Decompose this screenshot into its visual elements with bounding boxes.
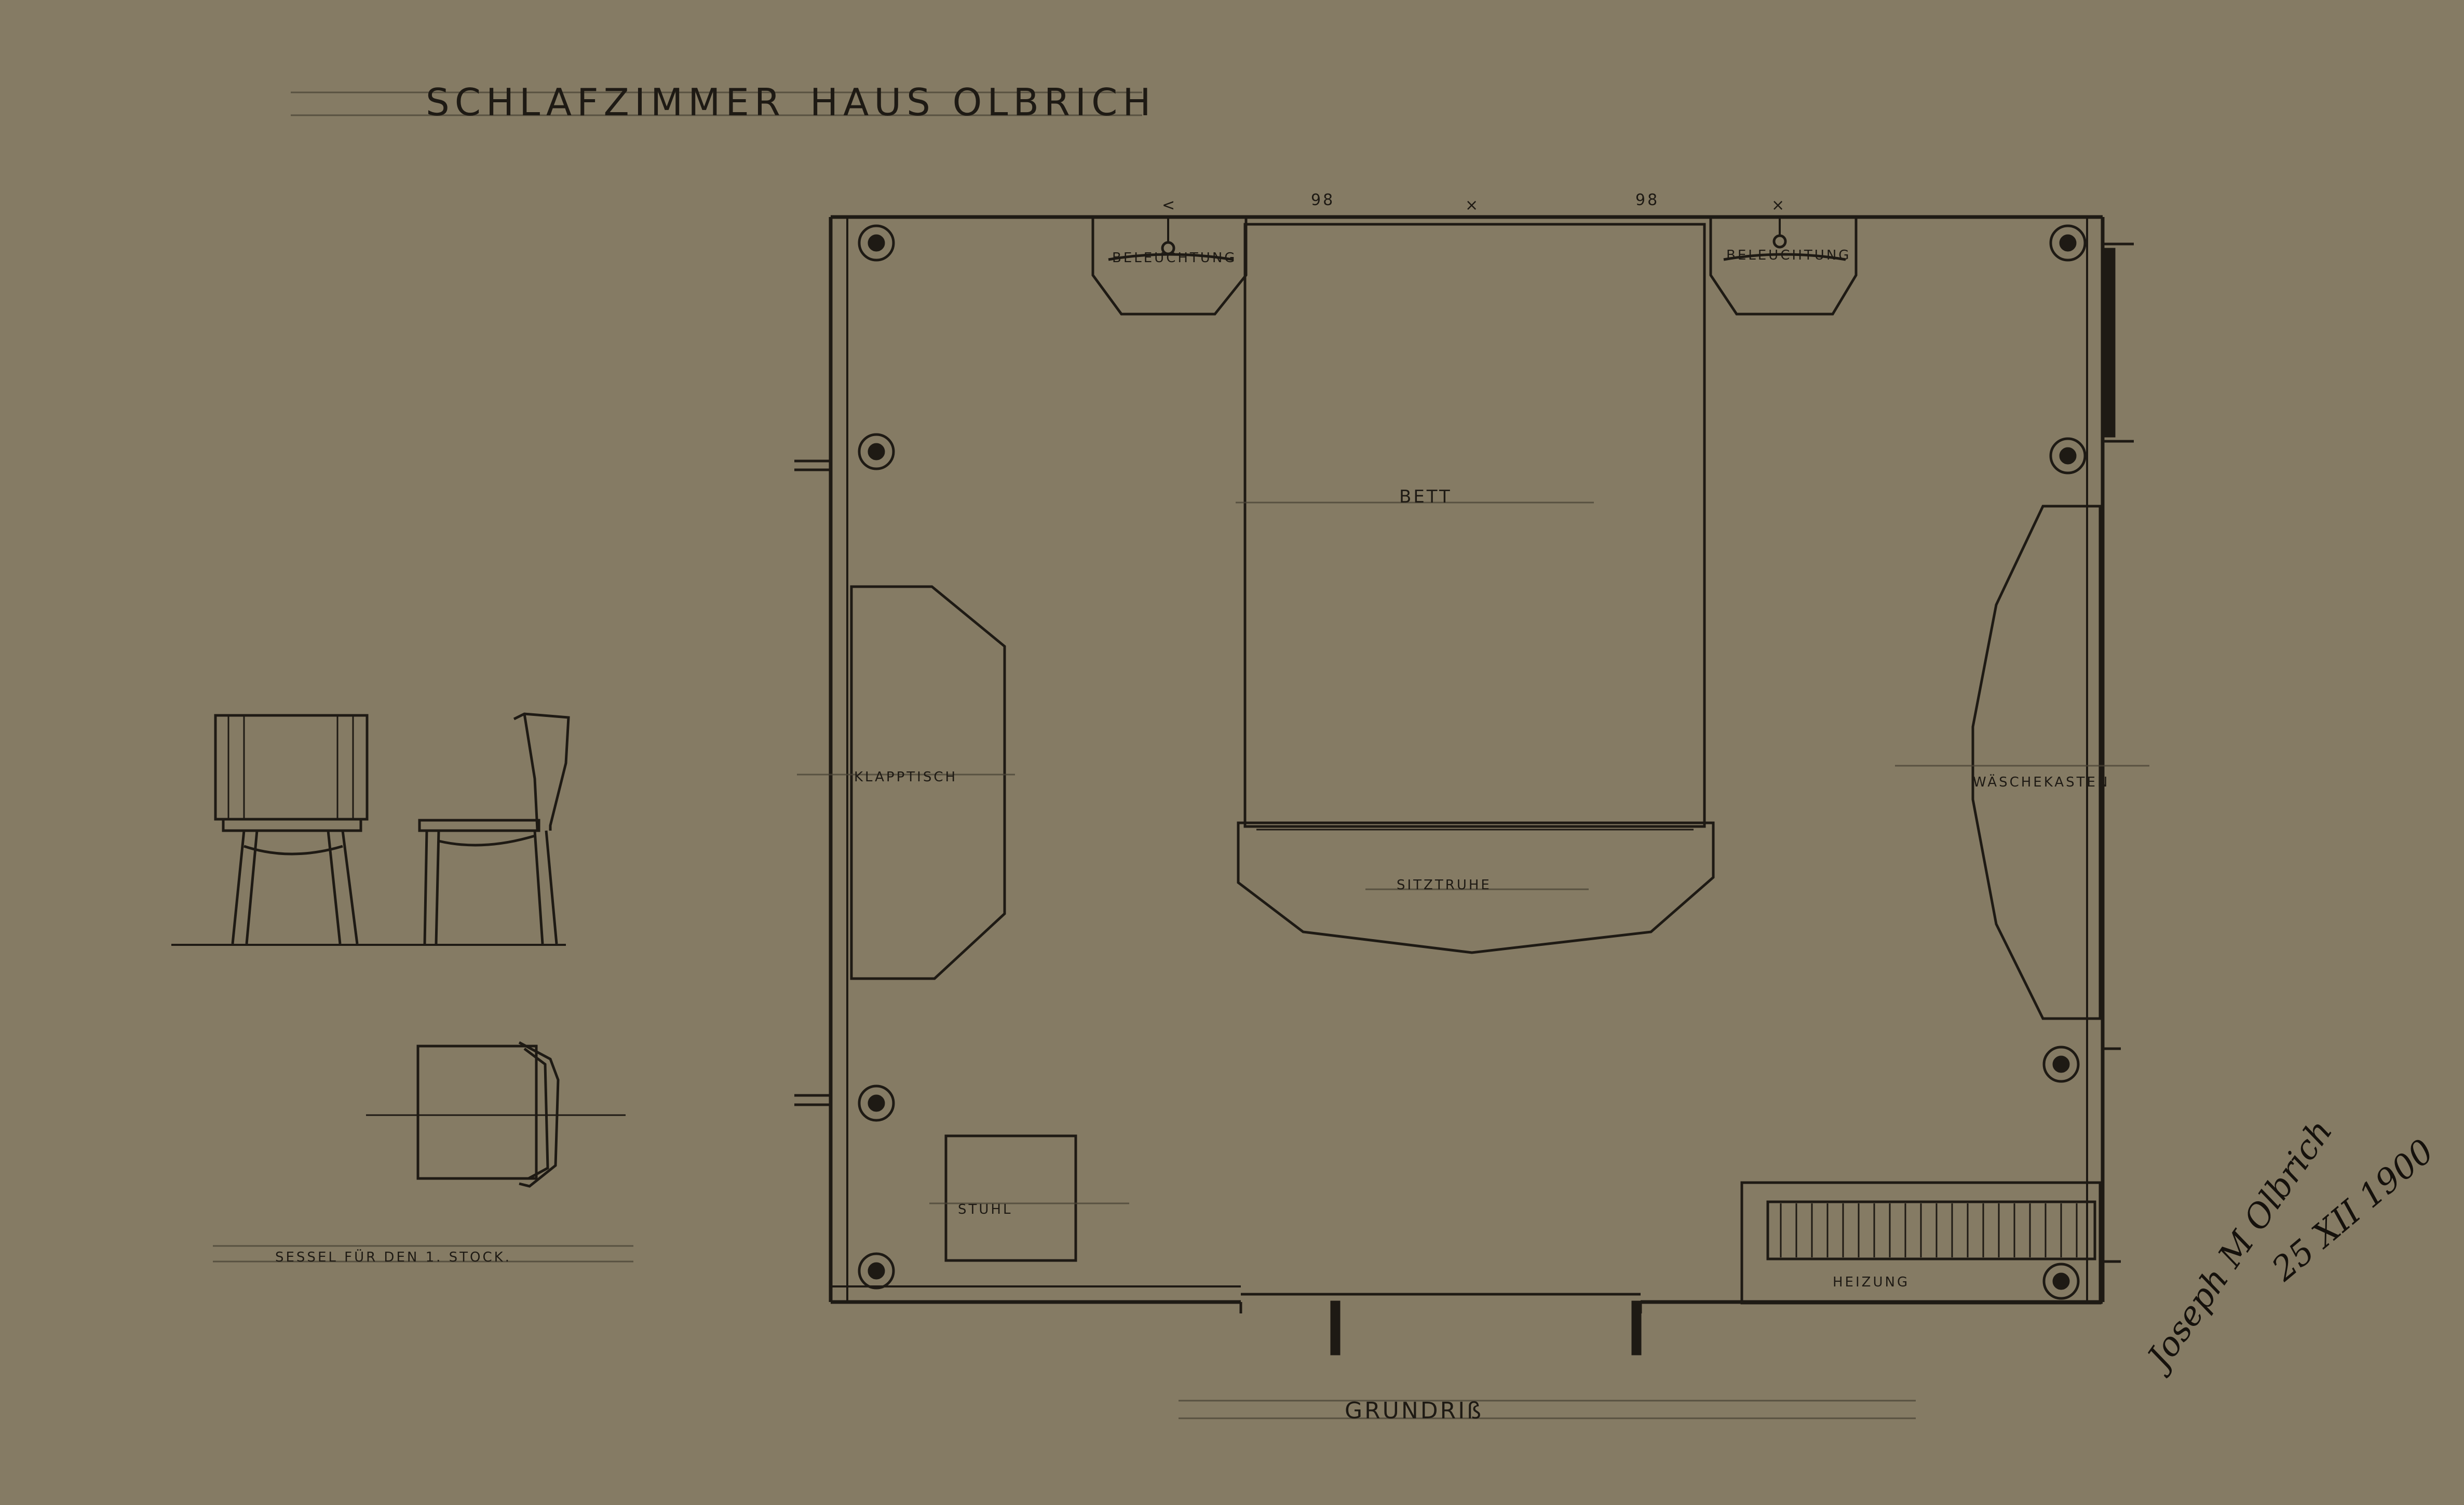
room-chair	[944, 1134, 1077, 1262]
dimension-left: 98	[1311, 191, 1335, 209]
lamp-left	[1091, 215, 1248, 316]
dimension-left-mark: <	[1162, 196, 1177, 214]
left-window-stubs	[794, 459, 831, 1106]
bench-chest-label: SITZTRUHE	[1397, 877, 1492, 893]
dimension-right: 98	[1635, 191, 1659, 209]
columns	[858, 224, 2087, 1300]
chair-side-elevation	[418, 712, 570, 944]
folding-table-label: KLAPPTISCH	[854, 769, 957, 785]
bench-chest	[1237, 821, 1715, 954]
folding-table	[850, 585, 1006, 980]
dimension-mid-mark: ×	[1465, 196, 1480, 214]
lamp-right	[1709, 215, 1858, 316]
lamp-left-label: BELEUCHTUNG	[1112, 250, 1237, 266]
linen-cabinet	[1971, 505, 2102, 1020]
room-walls	[829, 215, 2105, 1304]
heating-radiator	[1740, 1181, 2102, 1305]
heating-label: HEIZUNG	[1833, 1274, 1910, 1290]
bed-label: BETT	[1399, 486, 1452, 507]
lamp-right-label: BELEUCHTUNG	[1726, 248, 1851, 263]
chair-plan-view	[416, 1041, 560, 1188]
room-chair-label: STUHL	[958, 1202, 1012, 1217]
chair-front-elevation	[214, 714, 369, 944]
title-left: SCHLAFZIMMER	[426, 80, 786, 124]
title-right: HAUS OLBRICH	[810, 80, 1156, 124]
door-opening	[1239, 1293, 1642, 1355]
right-window	[2101, 242, 2134, 1263]
dimension-right-mark: ×	[1771, 196, 1786, 214]
dimension-marks: 98 × 98 × <	[1162, 191, 1786, 214]
bed	[1243, 223, 1706, 828]
chair-caption: SESSEL FÜR DEN 1. STOCK.	[275, 1249, 511, 1265]
room-inner-walls	[831, 217, 2088, 1302]
plan-title: GRUNDRIß	[1345, 1398, 1483, 1424]
linen-cabinet-label: WÄSCHEKASTEN	[1973, 774, 2109, 790]
radiator-fins	[1780, 1203, 2078, 1257]
